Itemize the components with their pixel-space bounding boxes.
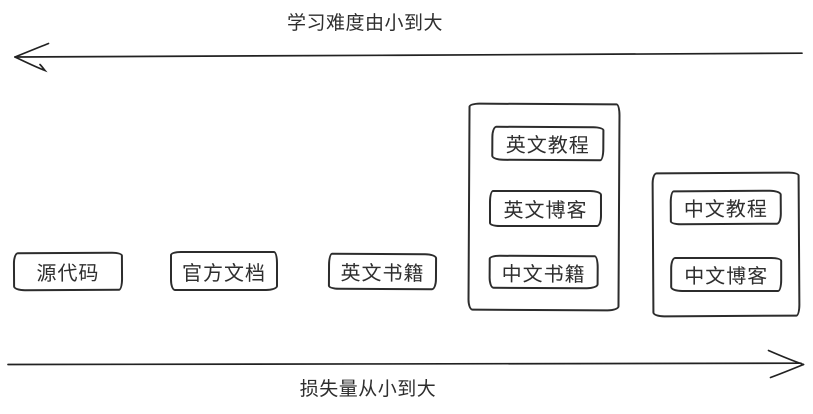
box-chinese-books: 中文书籍 bbox=[488, 254, 599, 290]
box-english-blogs: 英文博客 bbox=[488, 189, 603, 228]
top-axis-label: 学习难度由小到大 bbox=[286, 13, 444, 34]
group-english-and-chinese-books: 英文教程 英文博客 中文书籍 bbox=[467, 102, 621, 312]
box-chinese-blogs: 中文博客 bbox=[670, 256, 783, 293]
group-chinese-tutorials-blogs: 中文教程 中文博客 bbox=[651, 171, 801, 318]
bottom-axis-label: 损失量从小到大 bbox=[299, 379, 437, 400]
box-official-docs: 官方文档 bbox=[170, 251, 278, 291]
box-english-books: 英文书籍 bbox=[327, 252, 438, 291]
box-english-tutorials: 英文教程 bbox=[491, 125, 605, 162]
left-arrow-icon bbox=[14, 42, 803, 73]
box-chinese-tutorials: 中文教程 bbox=[669, 189, 782, 226]
box-source-code: 源代码 bbox=[12, 251, 124, 292]
